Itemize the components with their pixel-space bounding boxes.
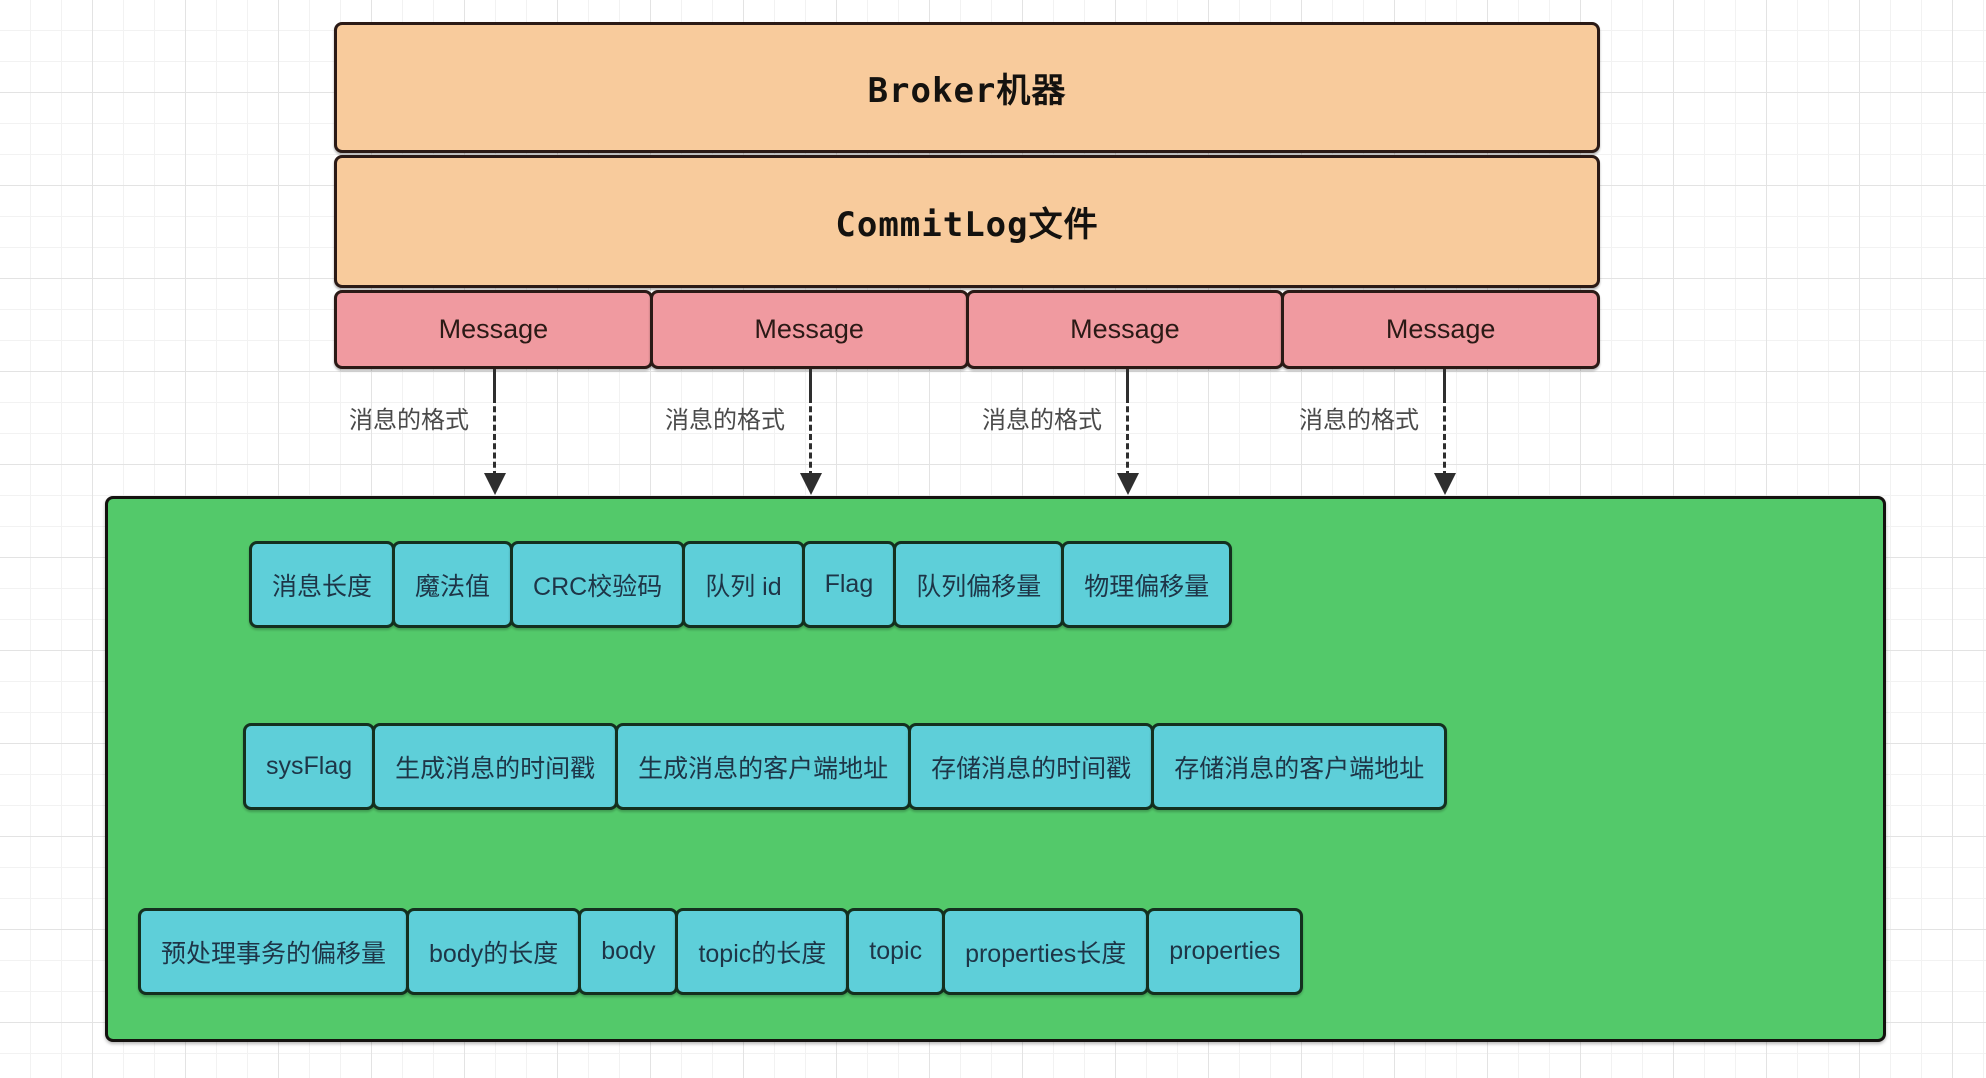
- commitlog-file-box: CommitLog文件: [334, 155, 1600, 288]
- connector-arrow-1: [484, 369, 506, 499]
- connector-label-1: 消息的格式: [349, 407, 469, 434]
- commitlog-file-label: CommitLog文件: [835, 205, 1099, 245]
- field-properties: properties: [1146, 908, 1304, 995]
- arrow-head-icon: [1117, 473, 1139, 495]
- connector-dashed-segment: [493, 397, 496, 477]
- field-prepared-transaction-offset: 预处理事务的偏移量: [138, 908, 410, 995]
- arrow-head-icon: [484, 473, 506, 495]
- field-topic: topic: [846, 908, 946, 995]
- connector-solid-segment: [493, 369, 496, 397]
- field-queue-id: 队列 id: [682, 541, 805, 628]
- field-body-length: body的长度: [406, 908, 582, 995]
- field-store-timestamp: 存储消息的时间戳: [908, 723, 1155, 810]
- broker-machine-box: Broker机器: [334, 22, 1600, 153]
- field-born-host-address: 生成消息的客户端地址: [615, 723, 912, 810]
- field-body: body: [578, 908, 679, 995]
- field-message-length: 消息长度: [249, 541, 396, 628]
- field-topic-length: topic的长度: [675, 908, 850, 995]
- arrow-head-icon: [800, 473, 822, 495]
- message-box-3: Message: [965, 290, 1285, 369]
- connector-label-3: 消息的格式: [982, 407, 1102, 434]
- connector-dashed-segment: [809, 397, 812, 477]
- field-sysflag: sysFlag: [243, 723, 376, 810]
- field-magic-value: 魔法值: [392, 541, 514, 628]
- message-box-2: Message: [649, 290, 969, 369]
- connector-solid-segment: [1126, 369, 1129, 397]
- connector-label-4: 消息的格式: [1299, 407, 1419, 434]
- field-store-host-address: 存储消息的客户端地址: [1151, 723, 1448, 810]
- connector-label-2: 消息的格式: [665, 407, 785, 434]
- field-crc-checksum: CRC校验码: [510, 541, 686, 628]
- message-format-row-2: sysFlag 生成消息的时间戳 生成消息的客户端地址 存储消息的时间戳 存储消…: [243, 723, 1448, 810]
- field-queue-offset: 队列偏移量: [893, 541, 1065, 628]
- connector-arrow-4: [1434, 369, 1456, 499]
- field-properties-length: properties长度: [942, 908, 1150, 995]
- connector-dashed-segment: [1443, 397, 1446, 477]
- connector-solid-segment: [809, 369, 812, 397]
- connector-arrow-3: [1117, 369, 1139, 499]
- message-format-container: 消息长度 魔法值 CRC校验码 队列 id Flag 队列偏移量 物理偏移量 s…: [105, 496, 1886, 1042]
- message-box-1: Message: [334, 290, 653, 369]
- arrow-head-icon: [1434, 473, 1456, 495]
- field-physical-offset: 物理偏移量: [1061, 541, 1233, 628]
- message-format-row-3: 预处理事务的偏移量 body的长度 body topic的长度 topic pr…: [138, 908, 1304, 995]
- connector-dashed-segment: [1126, 397, 1129, 477]
- field-flag: Flag: [801, 541, 897, 628]
- message-box-4: Message: [1281, 290, 1600, 369]
- broker-machine-label: Broker机器: [867, 71, 1067, 111]
- message-format-row-1: 消息长度 魔法值 CRC校验码 队列 id Flag 队列偏移量 物理偏移量: [249, 541, 1233, 628]
- field-born-timestamp: 生成消息的时间戳: [372, 723, 619, 810]
- connector-arrow-2: [800, 369, 822, 499]
- message-row: Message Message Message Message: [334, 290, 1600, 369]
- connector-solid-segment: [1443, 369, 1446, 397]
